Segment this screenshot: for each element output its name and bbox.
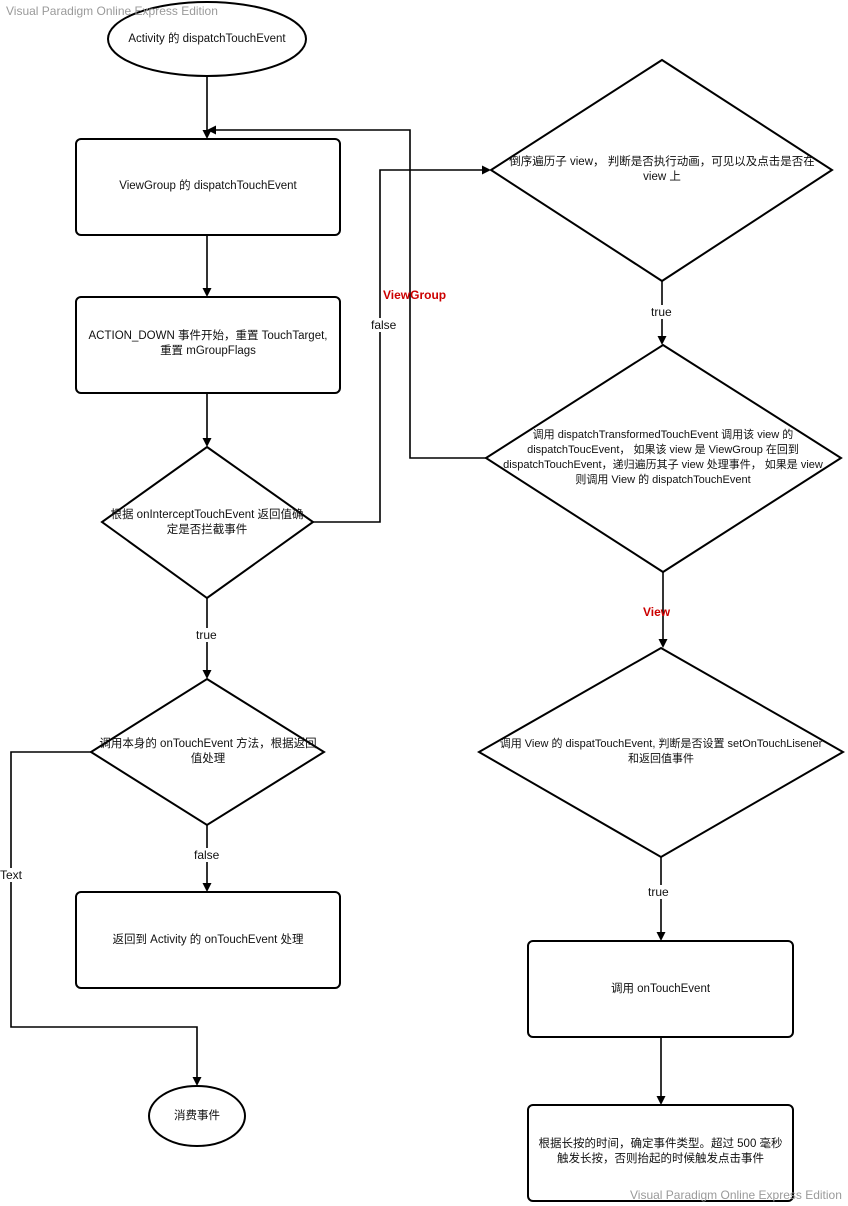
long-press-node [527,1104,794,1202]
viewgroup-dispatch-label: ViewGroup 的 dispatchTouchEvent [119,179,297,192]
reverse-traverse-label: 倒序遍历子 view， 判断是否执行动画，可见以及点击是否在 view 上 [509,156,815,183]
activity-dispatch-label: Activity 的 dispatchTouchEvent [128,32,286,45]
view-branch-label: View [643,605,671,619]
connector-dispatch-viewgroup-to-viewgroup-node [215,129,486,459]
true-view-label: true [648,885,669,899]
view-dispatch-label: 调用 View 的 dispatTouchEvent, 判断是否设置 setOn… [499,738,823,765]
return-activity-node [75,891,341,989]
arrowhead-view-dispatch-true-to-call-ontouch [656,932,666,941]
return-activity-label: 返回到 Activity 的 onTouchEvent 处理 [112,933,304,946]
true-traverse-label: true [651,305,672,319]
watermark-bottom: Visual Paradigm Online Express Edition [630,1188,842,1202]
arrowhead-activity-to-viewgroup [202,130,212,139]
long-press-label: 根据长按的时间，确定事件类型。超过 500 毫秒 触发长按，否则抬起的时候触发点… [538,1138,783,1165]
true-intercept-label: true [196,628,217,642]
viewgroup-dispatch-node [75,138,341,236]
arrowhead-action-down-to-intercept [202,438,212,447]
text-branch-label: Text [0,868,23,882]
consume-event-label: 消费事件 [174,1109,220,1122]
false-intercept-label: false [371,318,397,332]
arrowhead-self-ontouch-false-to-return [202,883,212,892]
false-self-label: false [194,848,220,862]
arrowhead-call-ontouch-to-long-press [656,1096,666,1105]
arrowhead-traverse-true-to-dispatch [657,336,667,345]
dispatch-transformed-label: 调用 dispatchTransformedTouchEvent 调用该 vie… [503,429,823,486]
self-ontouch-label: 调用本身的 onTouchEvent 方法，根据返回 值处理 [99,738,317,765]
intercept-decision-label: 根据 onInterceptTouchEvent 返回值确 定是否拦截事件 [110,509,304,536]
viewgroup-branch-label: ViewGroup [383,288,447,302]
arrowhead-self-ontouch-text-to-consume [192,1077,202,1086]
action-down-node [75,296,341,394]
connector-intercept-false-to-traverse [313,169,483,523]
arrowhead-dispatch-viewgroup-to-viewgroup-node [207,125,216,135]
arrowhead-viewgroup-to-action-down [202,288,212,297]
arrowhead-intercept-false-to-traverse [482,165,491,175]
call-ontouch-label: 调用 onTouchEvent [610,982,711,995]
action-down-label: ACTION_DOWN 事件开始，重置 TouchTarget, 重置 mGro… [88,330,328,357]
arrowhead-intercept-true-to-self-ontouch [202,670,212,679]
arrowhead-dispatch-view-to-view-dispatch [658,639,668,648]
connector-self-ontouch-text-to-consume [10,751,198,1078]
watermark-top: Visual Paradigm Online Express Edition [6,4,218,18]
